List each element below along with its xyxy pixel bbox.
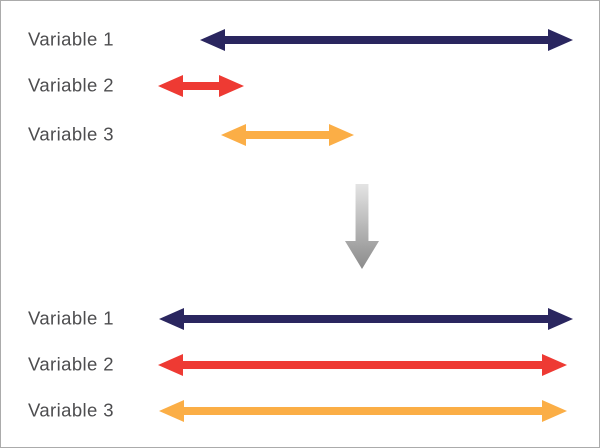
arrow-left-head-icon: [158, 354, 183, 376]
arrow-shaft: [183, 361, 542, 369]
arrow-right-head-icon: [542, 354, 567, 376]
variable-1-range-arrow: [200, 28, 573, 52]
transform-down-arrow-icon: [345, 184, 379, 269]
variable-1-scaled-arrow: [159, 307, 573, 331]
arrow-shaft: [184, 407, 542, 415]
variable-2-label: Variable 2: [28, 353, 114, 375]
variable-3-scaled-arrow: [159, 399, 567, 423]
arrow-right-head-icon: [219, 75, 244, 97]
arrow-shaft: [183, 82, 219, 90]
arrow-left-head-icon: [159, 308, 184, 330]
arrow-left-head-icon: [221, 124, 246, 146]
variable-2-range-arrow: [158, 74, 244, 98]
arrow-left-head-icon: [158, 75, 183, 97]
variable-2-scaled-arrow: [158, 353, 567, 377]
arrow-shaft: [225, 36, 548, 44]
arrow-right-head-icon: [542, 400, 567, 422]
arrow-shaft: [184, 315, 548, 323]
variable-1-label: Variable 1: [28, 28, 114, 50]
variable-3-label: Variable 3: [28, 399, 114, 421]
arrow-right-head-icon: [329, 124, 354, 146]
arrow-right-head-icon: [548, 308, 573, 330]
arrow-shaft: [246, 131, 329, 139]
arrow-left-head-icon: [159, 400, 184, 422]
variable-2-label: Variable 2: [28, 74, 114, 96]
arrow-left-head-icon: [200, 29, 225, 51]
variable-3-range-arrow: [221, 123, 354, 147]
variable-1-label: Variable 1: [28, 307, 114, 329]
variable-3-label: Variable 3: [28, 123, 114, 145]
arrow-right-head-icon: [548, 29, 573, 51]
